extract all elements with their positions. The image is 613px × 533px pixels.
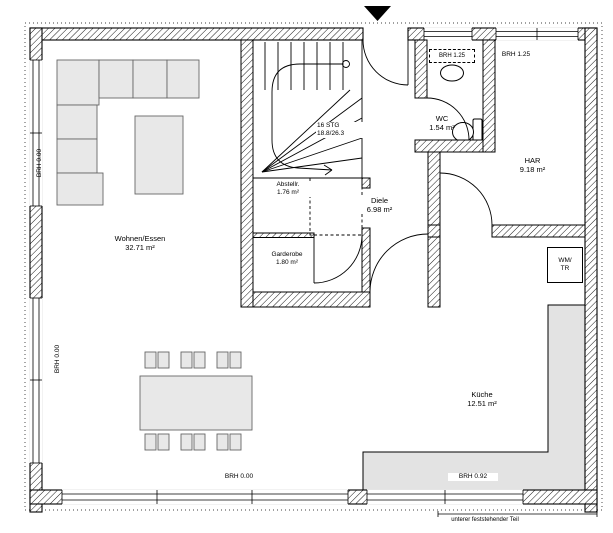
- room-label-hall: Diele 6.98 m²: [352, 196, 407, 214]
- wall-har-west: [427, 151, 441, 226]
- outer-tick-line: [24, 22, 603, 511]
- wall-storage-east-b: [361, 227, 371, 293]
- understair-storage-outline: [309, 177, 363, 236]
- wall-har-south-a: [427, 224, 441, 238]
- stair-walk-line: [271, 60, 350, 176]
- sink-icon: [440, 64, 464, 82]
- entrance-marker-icon: [364, 6, 391, 21]
- har-door-arc: [439, 172, 493, 226]
- room-label-cloakroom: Garderobe 1.80 m²: [271, 251, 303, 266]
- stairs-label: 16 STG 18.8/26.3: [316, 122, 364, 138]
- room-label-utility: HAR 9.18 m²: [519, 156, 546, 174]
- window-left-lower: [29, 297, 43, 464]
- window-bottom-living: [61, 489, 349, 505]
- wall-har-south-b: [491, 224, 586, 238]
- wall-wc-west: [414, 39, 428, 99]
- window-top-har: [495, 27, 579, 41]
- wall-wc-east: [482, 39, 496, 153]
- washer-dryer-box: WM/ TR: [547, 247, 583, 283]
- wall-stair-west: [240, 39, 254, 308]
- cloakroom-door-arc: [313, 234, 363, 284]
- window-left-upper: [29, 59, 43, 207]
- sill-label-har-window: BRH 1.25: [501, 51, 531, 58]
- window-top-wc: [423, 27, 473, 41]
- interior-walls: [240, 39, 586, 308]
- room-label-kitchen: Küche 12.51 m²: [467, 390, 497, 408]
- sill-label-wc-window: BRH 1.25: [429, 49, 475, 63]
- wall-storage-east-a: [361, 177, 371, 189]
- wall-top-left: [29, 27, 364, 41]
- dining-chairs: [144, 351, 242, 451]
- sofa: [56, 59, 200, 206]
- room-label-storage: Abstellr. 1.76 m²: [262, 181, 314, 197]
- doors: [313, 39, 493, 293]
- wall-right: [584, 27, 598, 513]
- room-label-wc: WC 1.54 m²: [429, 114, 455, 132]
- room-label-living: Wohnen/Essen 32.71 m²: [114, 234, 166, 252]
- sill-label-left-upper: BRH 0.00: [36, 148, 43, 178]
- hall-door-arc: [369, 233, 429, 293]
- wall-cloak-divider: [252, 232, 315, 238]
- sill-label-kitchen-window: BRH 0.92: [448, 473, 498, 481]
- windows: [29, 27, 579, 505]
- window-bottom-kitchen: [366, 489, 524, 505]
- entrance-door-arc: [362, 39, 409, 86]
- footnote: unterer feststehender Teil: [451, 517, 519, 523]
- sill-label-bottom-center: BRH 0.00: [224, 473, 254, 480]
- sill-label-left-lower: BRH 0.00: [54, 344, 61, 374]
- coffee-table: [134, 115, 184, 195]
- wc-door-arc: [426, 97, 470, 141]
- footnote-line: [437, 511, 598, 517]
- wall-hall-south: [252, 291, 371, 308]
- outer-walls: [29, 27, 598, 513]
- wall-hall-east-stub: [427, 236, 441, 308]
- dining-table: [139, 375, 253, 431]
